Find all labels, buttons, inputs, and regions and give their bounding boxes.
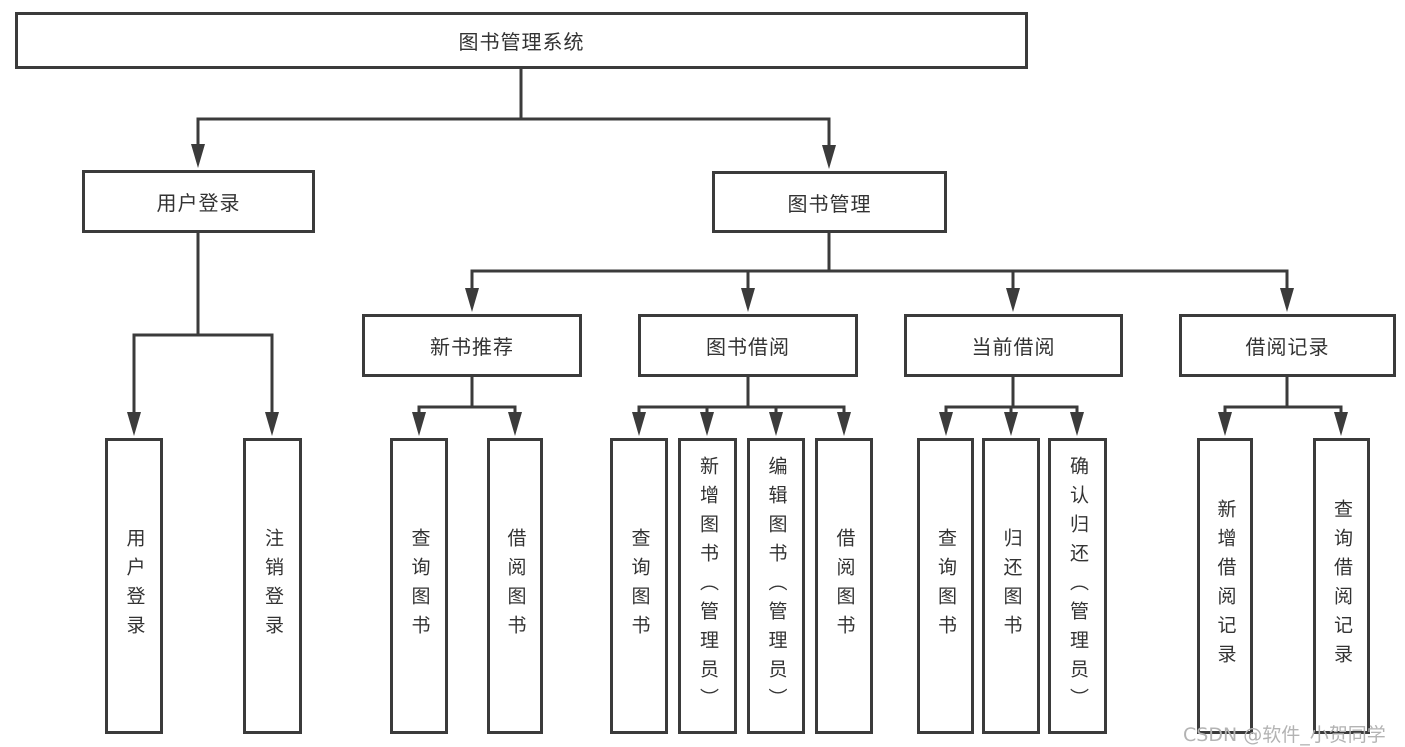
leaf-add-books-admin: 新增图书（管理员） — [678, 438, 737, 734]
node-borrowing-records: 借阅记录 — [1179, 314, 1396, 377]
node-label: 查询图书 — [935, 528, 957, 644]
leaf-borrow-books-recommend: 借阅图书 — [487, 438, 543, 734]
node-label: 查询图书 — [628, 528, 651, 644]
node-label: 借阅记录 — [1245, 335, 1330, 359]
node-user-login: 用户登录 — [82, 170, 315, 233]
node-label: 图书借阅 — [706, 335, 790, 359]
node-new-book-recommend: 新书推荐 — [362, 314, 582, 377]
leaf-user-login: 用户登录 — [105, 438, 163, 734]
node-label: 确认归还（管理员） — [1067, 455, 1089, 717]
node-label: 借阅图书 — [833, 528, 856, 644]
node-book-management: 图书管理 — [712, 171, 947, 233]
node-label: 当前借阅 — [971, 335, 1056, 359]
leaf-confirm-return-admin: 确认归还（管理员） — [1048, 438, 1107, 734]
node-label: 注销登录 — [262, 528, 284, 644]
leaf-query-books-borrowing: 查询图书 — [610, 438, 668, 734]
node-label: 编辑图书（管理员） — [765, 455, 788, 717]
node-label: 新增借阅记录 — [1214, 499, 1237, 673]
node-label: 图书管理系统 — [458, 30, 585, 54]
leaf-add-borrow-record: 新增借阅记录 — [1197, 438, 1253, 734]
node-book-borrowing: 图书借阅 — [638, 314, 858, 377]
node-label: 新增图书（管理员） — [697, 455, 719, 717]
leaf-query-books-current: 查询图书 — [917, 438, 974, 734]
node-label: 用户登录 — [156, 191, 241, 215]
leaf-return-books: 归还图书 — [982, 438, 1040, 734]
node-label: 查询借阅记录 — [1331, 499, 1353, 673]
leaf-logout: 注销登录 — [243, 438, 302, 734]
node-label: 查询图书 — [408, 528, 431, 644]
leaf-query-borrow-record: 查询借阅记录 — [1313, 438, 1370, 734]
node-label: 图书管理 — [787, 191, 872, 216]
node-label: 用户登录 — [123, 528, 146, 644]
node-label: 新书推荐 — [430, 335, 514, 359]
leaf-edit-books-admin: 编辑图书（管理员） — [747, 438, 805, 734]
csdn-watermark: CSDN @软件_小贺同学 — [1183, 724, 1386, 746]
leaf-query-books-recommend: 查询图书 — [390, 438, 448, 734]
node-label: 借阅图书 — [504, 528, 527, 644]
node-current-borrowing: 当前借阅 — [904, 314, 1123, 377]
leaf-borrow-books-borrowing: 借阅图书 — [815, 438, 873, 734]
node-library-management-system: 图书管理系统 — [15, 12, 1028, 69]
node-label: 归还图书 — [1000, 528, 1023, 644]
